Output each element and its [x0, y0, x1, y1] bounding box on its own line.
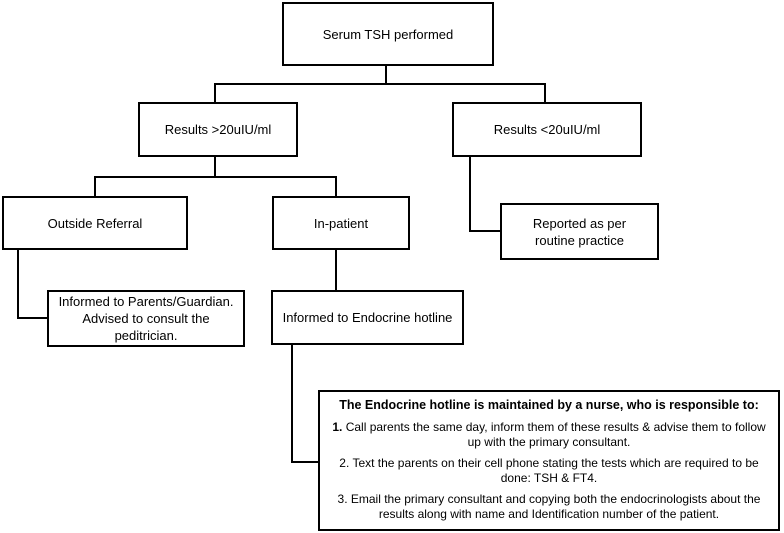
step-text: Text the parents on their cell phone sta…	[352, 455, 759, 486]
outside-referral-label: Outside Referral	[47, 215, 143, 231]
results-low-box: Results <20uIU/ml	[452, 102, 642, 157]
step-number: 3.	[337, 491, 348, 506]
connector-hotline-to-nurse	[291, 345, 318, 463]
connector-low-to-routine	[469, 157, 500, 232]
nurse-responsibilities-box: The Endocrine hotline is maintained by a…	[318, 390, 780, 531]
nurse-step-3: 3. Email the primary consultant and copy…	[326, 492, 772, 523]
results-low-label: Results <20uIU/ml	[493, 122, 601, 137]
outside-referral-box: Outside Referral	[2, 196, 188, 250]
connector-outside-to-parents	[17, 250, 47, 319]
step-number: 2.	[339, 455, 350, 470]
step-text: Call parents the same day, inform them o…	[345, 419, 766, 450]
connector-high-to-inpatient	[215, 176, 337, 196]
connector-root-to-low	[386, 83, 546, 102]
step-number: 1.	[332, 419, 343, 434]
in-patient-box: In-patient	[272, 196, 410, 250]
results-high-box: Results >20uIU/ml	[138, 102, 298, 157]
in-patient-label: In-patient	[313, 215, 369, 231]
nurse-step-1: 1. Call parents the same day, inform the…	[326, 420, 772, 451]
serum-tsh-box: Serum TSH performed	[282, 2, 494, 66]
connector-high-to-outside	[94, 157, 216, 196]
reported-routine-box: Reported as per routine practice	[500, 203, 659, 260]
endocrine-hotline-label: Informed to Endocrine hotline	[282, 310, 453, 325]
reported-routine-label: Reported as per routine practice	[532, 215, 627, 248]
parents-informed-box: Informed to Parents/Guardian. Advised to…	[47, 290, 245, 347]
serum-tsh-label: Serum TSH performed	[322, 26, 454, 42]
nurse-step-2: 2. Text the parents on their cell phone …	[326, 456, 772, 487]
nurse-heading: The Endocrine hotline is maintained by a…	[339, 398, 759, 412]
endocrine-hotline-box: Informed to Endocrine hotline	[271, 290, 464, 345]
results-high-label: Results >20uIU/ml	[164, 122, 272, 137]
connector-root-to-results	[214, 66, 387, 102]
step-text: Email the primary consultant and copying…	[350, 491, 761, 522]
parents-informed-label: Informed to Parents/Guardian. Advised to…	[58, 294, 234, 343]
